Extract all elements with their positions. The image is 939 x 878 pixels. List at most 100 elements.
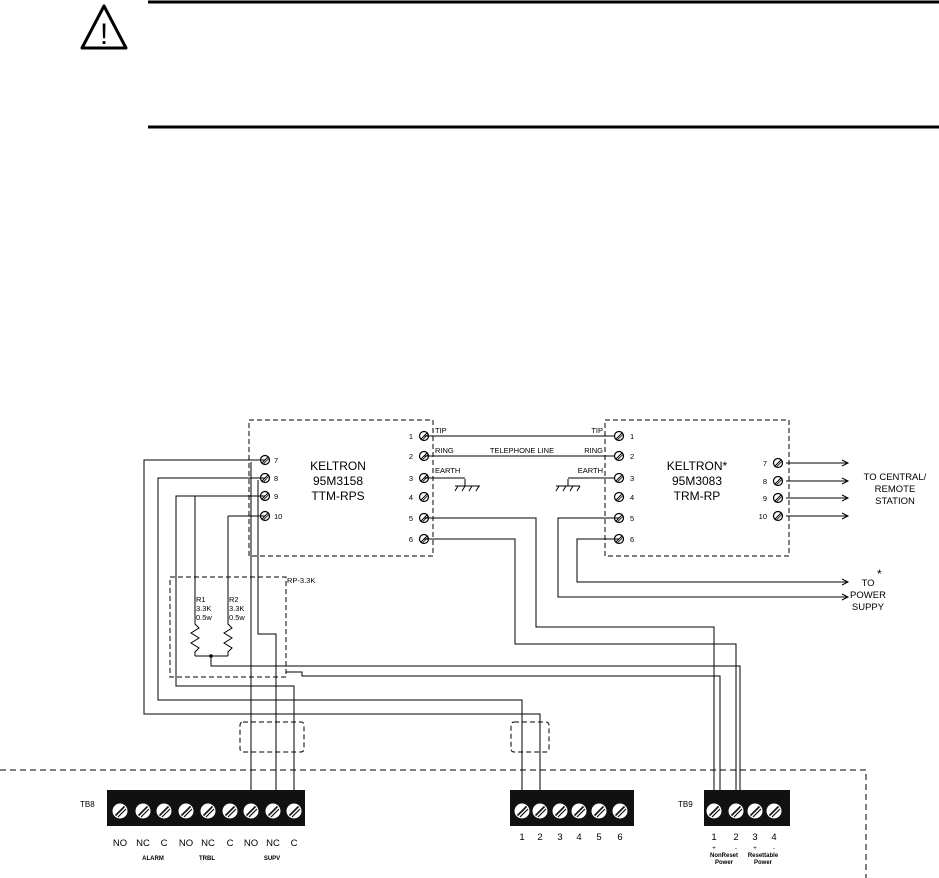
terminal-number: 2 bbox=[630, 452, 634, 461]
tb9-label: TB9 bbox=[678, 800, 693, 809]
tb9-group2-line1: Resettable bbox=[748, 853, 779, 859]
tb9-screw-2 bbox=[728, 803, 744, 819]
terminal-number: 8 bbox=[274, 474, 278, 483]
wiring bbox=[143, 459, 737, 790]
telephone-line-label: TELEPHONE LINE bbox=[490, 446, 554, 455]
tb9-screw-3 bbox=[747, 803, 763, 819]
tb-middle-screw-4 bbox=[571, 803, 587, 819]
ttm-earth-label: EARTH bbox=[435, 466, 460, 475]
tb8-term-label: NC bbox=[201, 838, 215, 849]
tb_mid-term-label: 1 bbox=[519, 832, 524, 843]
tb8-term-label: NO bbox=[244, 838, 258, 849]
tb8-term-label: NC bbox=[266, 838, 280, 849]
terminal-number: 1 bbox=[630, 432, 634, 441]
warning-triangle-icon: ! bbox=[80, 4, 128, 51]
to-power-label-1: TO bbox=[861, 578, 874, 589]
tb8-term-label: NO bbox=[113, 838, 127, 849]
tb9-term-label: 4 bbox=[771, 832, 776, 843]
r1-resistor-icon bbox=[190, 498, 200, 656]
trm-terminal-9 bbox=[772, 492, 784, 504]
rp-label: RP-3.3K bbox=[287, 576, 315, 585]
central-station-outputs: TO CENTRAL/ REMOTE STATION bbox=[786, 459, 927, 520]
terminal-number: 10 bbox=[274, 512, 282, 521]
terminal-number: 3 bbox=[409, 474, 413, 483]
tb_mid-term-label: 6 bbox=[617, 832, 622, 843]
tb9-group1-line2: Power bbox=[715, 860, 734, 866]
tb_mid-term-label: 3 bbox=[557, 832, 562, 843]
rp-resistor-module: RP-3.3K R1 3.3K 0.5w R2 3.3K 0.5w bbox=[169, 498, 741, 790]
tb9-term-label: 1 bbox=[711, 832, 716, 843]
tb9-term-label: 3 bbox=[752, 832, 757, 843]
trm-earth-label: EARTH bbox=[578, 466, 603, 475]
tb8-screw-3 bbox=[156, 803, 172, 819]
trm-terminal-3 bbox=[613, 472, 625, 484]
trm-terminal-1 bbox=[613, 430, 625, 442]
tb8-label: TB8 bbox=[80, 800, 95, 809]
to-central-label-2: REMOTE bbox=[875, 484, 916, 495]
terminal-number: 6 bbox=[630, 535, 634, 544]
tb9-screw-1 bbox=[706, 803, 722, 819]
terminal-number: 9 bbox=[274, 492, 278, 501]
ttm-title-2: 95M3158 bbox=[313, 474, 363, 488]
tb8-term-label: NC bbox=[136, 838, 150, 849]
tb9-polarity: + bbox=[712, 846, 716, 852]
to-central-label-3: STATION bbox=[875, 496, 915, 507]
tb8-screw-8 bbox=[265, 803, 281, 819]
tb8-screw-1 bbox=[112, 803, 128, 819]
tb_mid-term-label: 4 bbox=[576, 832, 581, 843]
trm-title-1: KELTRON* bbox=[667, 459, 728, 473]
r1-label-3: 0.5w bbox=[196, 613, 212, 622]
telephone-line: TELEPHONE LINE bbox=[424, 435, 614, 479]
terminal-number: 6 bbox=[409, 535, 413, 544]
trm-tip-label: TIP bbox=[591, 426, 603, 435]
r2-label-3: 0.5w bbox=[229, 613, 245, 622]
r2-resistor-icon bbox=[223, 516, 233, 656]
tb9-term-label: 2 bbox=[733, 832, 738, 843]
ttm-terminal-4 bbox=[418, 491, 430, 503]
tb-middle-screw-6 bbox=[612, 803, 628, 819]
tb8-group-trbl: TRBL bbox=[199, 856, 215, 862]
trm-terminal-7 bbox=[772, 457, 784, 469]
tb-middle-screw-3 bbox=[552, 803, 568, 819]
tb8-group-alarm: ALARM bbox=[142, 856, 164, 862]
terminal-number: 7 bbox=[274, 456, 278, 465]
tb8-term-label: NO bbox=[179, 838, 193, 849]
tb_mid-term-label: 2 bbox=[537, 832, 542, 843]
tb8-terminal-block: TB8 NO NC C NO NC C NO NC C ALARM TRBL SUPV bbox=[80, 790, 305, 862]
tb9-group1-line1: NonReset bbox=[710, 853, 738, 859]
tb8-group-supv: SUPV bbox=[264, 856, 280, 862]
to-power-label-2: POWER bbox=[850, 590, 886, 601]
r2-label-2: 3.3K bbox=[229, 604, 244, 613]
tb8-term-label: C bbox=[161, 838, 168, 849]
ttm-module: KELTRON 95M3158 TTM-RPS TIP RING EARTH 1… bbox=[248, 419, 480, 557]
to-power-label-3: SUPPY bbox=[852, 602, 885, 613]
terminal-number: 4 bbox=[630, 493, 634, 502]
tb9-group2-line2: Power bbox=[754, 860, 773, 866]
tb8-screw-5 bbox=[200, 803, 216, 819]
to-power-star: * bbox=[877, 567, 882, 581]
warning-header: ! bbox=[80, 0, 939, 129]
terminal-number: 3 bbox=[630, 474, 634, 483]
panel-boundary bbox=[0, 769, 867, 878]
trm-module: KELTRON* 95M3083 TRM-RP TIP RING EARTH 1… bbox=[555, 419, 790, 557]
terminal-number: 7 bbox=[763, 459, 767, 468]
tb8-term-label: C bbox=[291, 838, 298, 849]
tb9-polarity: + bbox=[753, 846, 757, 852]
ttm-ring-label: RING bbox=[435, 446, 454, 455]
ttm-earth-ground-icon bbox=[454, 479, 480, 492]
trm-earth-ground-icon bbox=[555, 479, 581, 492]
cable-ferrite-left bbox=[239, 721, 305, 753]
cable-ferrite-middle bbox=[510, 721, 550, 753]
terminal-number: 8 bbox=[763, 477, 767, 486]
tb8-screw-6 bbox=[222, 803, 238, 819]
tb8-term-label: C bbox=[227, 838, 234, 849]
terminal-number: 10 bbox=[759, 512, 767, 521]
trm-terminal-2 bbox=[613, 450, 625, 462]
tb-middle-screw-1 bbox=[514, 803, 530, 819]
to-central-label-1: TO CENTRAL/ bbox=[864, 472, 927, 483]
terminal-number: 5 bbox=[630, 514, 634, 523]
ttm-title-1: KELTRON bbox=[310, 459, 366, 473]
ttm-tip-label: TIP bbox=[435, 426, 447, 435]
